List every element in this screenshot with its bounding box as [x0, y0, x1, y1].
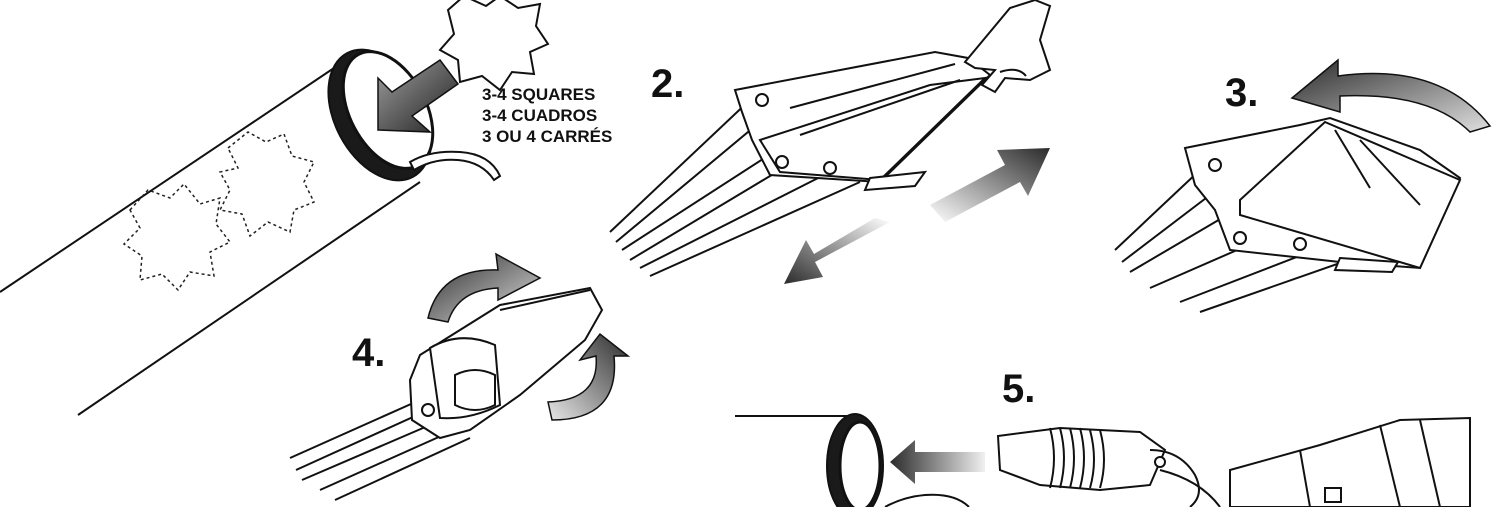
tissue-square-dotted: [122, 131, 316, 292]
step2-fabric: [609, 50, 992, 277]
hand-icon: [963, 0, 1052, 94]
insert-arrow-left: [890, 440, 985, 484]
note-line-en: 3-4 SQUARES: [482, 85, 596, 104]
curved-arrow-wrap-right: [547, 332, 631, 421]
step-3-label: 3.: [1225, 71, 1259, 115]
curved-arrow-wrap-top: [427, 252, 542, 323]
curved-arrow-fold-over: [1290, 58, 1492, 133]
note-line-es: 3-4 CUADROS: [482, 106, 598, 125]
double-arrow-up-right: [930, 148, 1050, 222]
note-line-fr: 3 OU 4 CARRÉS: [482, 127, 613, 146]
step-4-label: 4.: [352, 331, 386, 375]
step5-tube: [735, 413, 970, 507]
double-arrow-down-left: [784, 218, 890, 284]
step5-bundle: [996, 416, 1471, 507]
squares-note: 3-4 SQUARES 3-4 CUADROS 3 OU 4 CARRÉS: [482, 84, 612, 147]
step-2-label: 2.: [651, 62, 685, 106]
tissue-square-floating: [438, 0, 550, 92]
step-5-label: 5.: [1002, 367, 1036, 411]
step4-bundle: [289, 286, 604, 501]
step3-fabric: [1114, 116, 1462, 313]
push-in-arrow: [377, 58, 460, 133]
